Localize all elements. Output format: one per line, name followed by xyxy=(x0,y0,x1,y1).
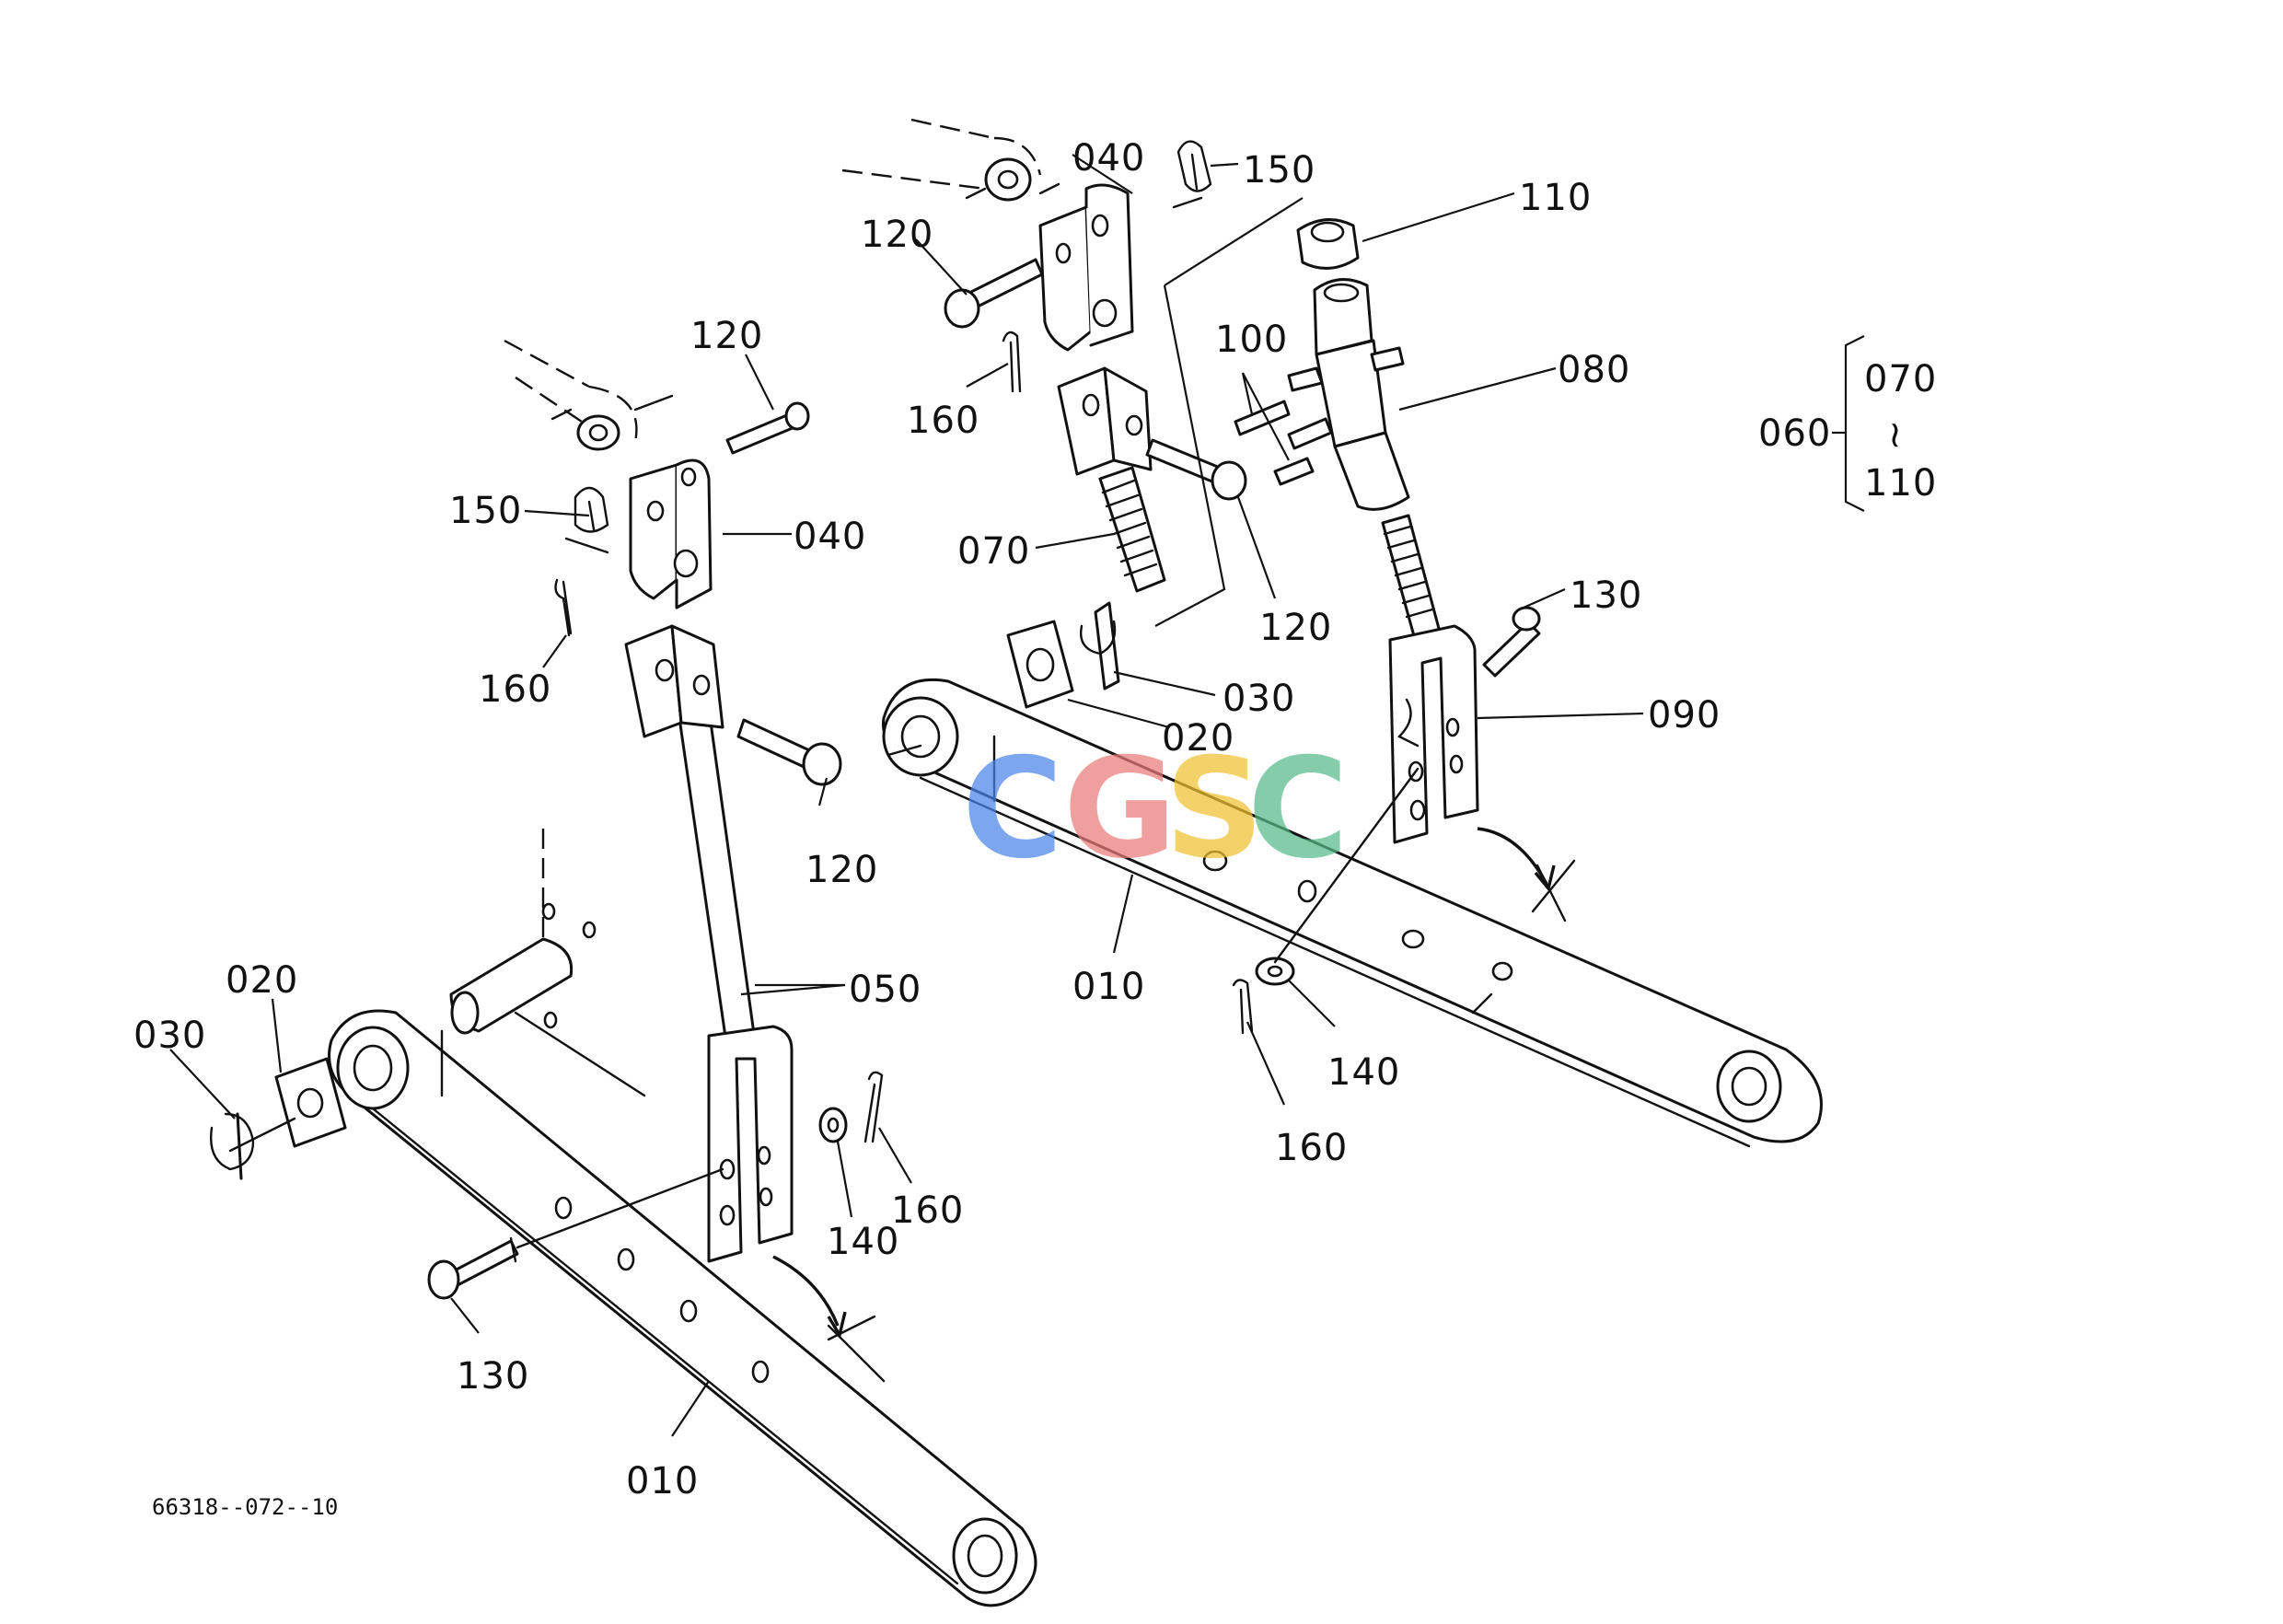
left-tractor-arm-stub xyxy=(504,339,674,451)
left-ball-joint-pin xyxy=(449,829,646,1097)
right-clevis-070 xyxy=(1057,366,1166,593)
callout-left-120-top: 120 xyxy=(690,315,763,357)
callout-right-110: 110 xyxy=(1519,177,1592,219)
right-pins-100 xyxy=(1234,400,1333,486)
callout-right-160-bottom: 160 xyxy=(1275,1127,1348,1169)
callout-right-150: 150 xyxy=(1243,149,1315,191)
right-cotter-pin-160-top xyxy=(1002,331,1022,393)
callout-right-010: 010 xyxy=(1072,966,1145,1008)
left-cotter-pin-160-top xyxy=(554,578,573,637)
left-bolt-130 xyxy=(427,1167,724,1300)
right-spacer-020 xyxy=(1006,620,1074,709)
callout-right-130: 130 xyxy=(1570,574,1642,617)
right-bolt-130 xyxy=(1482,606,1541,678)
right-washer-140 xyxy=(1255,767,1420,986)
left-clevis-pin-120-lower xyxy=(736,718,842,786)
assembly-key-range-start: 070 xyxy=(1864,358,1937,400)
left-assembly: 120 150 040 160 120 050 020 030 140 160 … xyxy=(133,315,1037,1607)
assembly-key-parent: 060 xyxy=(1758,412,1831,455)
right-spring-clip-150 xyxy=(1172,140,1212,209)
callout-right-040: 040 xyxy=(1072,137,1145,180)
left-spacer-020 xyxy=(274,1057,347,1148)
left-upper-clevis-040 xyxy=(629,458,713,609)
drawing-code: 66318--072--10 xyxy=(152,1494,338,1520)
callout-left-020: 020 xyxy=(226,959,298,1002)
right-upper-clevis-040 xyxy=(1038,183,1134,352)
right-tractor-arm-stub xyxy=(841,118,1060,202)
left-lift-rod-050 xyxy=(624,624,876,1341)
callout-right-070: 070 xyxy=(957,530,1030,573)
left-clevis-pin-120-upper xyxy=(725,401,810,455)
right-nut-110 xyxy=(1296,218,1360,270)
right-lynch-pin-030 xyxy=(1080,601,1120,690)
callout-right-120-mid: 120 xyxy=(1259,607,1332,649)
callout-right-160-top: 160 xyxy=(907,400,979,442)
right-lower-link-010 xyxy=(881,678,1823,1148)
watermark-letter-g: G xyxy=(1063,729,1176,889)
callout-left-050: 050 xyxy=(849,969,921,1011)
left-washer-140 xyxy=(818,1107,848,1143)
left-cotter-pin-160-bottom xyxy=(863,1071,884,1143)
callout-left-010: 010 xyxy=(626,1460,699,1502)
watermark: C G S C xyxy=(962,729,1349,889)
callout-left-160-bottom: 160 xyxy=(891,1189,964,1232)
callout-right-100: 100 xyxy=(1215,319,1288,361)
callout-right-020: 020 xyxy=(1162,717,1234,760)
callout-right-090: 090 xyxy=(1648,694,1721,737)
callout-left-120-bottom: 120 xyxy=(805,849,878,891)
left-lynch-pin-030 xyxy=(210,1112,296,1180)
right-bracket-lines xyxy=(1154,197,1304,627)
callout-left-140: 140 xyxy=(827,1221,899,1263)
assembly-key-range-tilde: ~ xyxy=(1874,420,1917,452)
left-lower-link-010 xyxy=(328,1009,1037,1607)
assembly-key: 060 070 ~ 110 xyxy=(1758,335,1937,512)
right-lower-clevis-090 xyxy=(1381,514,1576,913)
callout-left-040: 040 xyxy=(794,516,866,558)
callout-right-080: 080 xyxy=(1558,349,1630,391)
left-leader-lines xyxy=(169,354,912,1437)
assembly-key-range-end: 110 xyxy=(1864,462,1937,505)
callout-right-030: 030 xyxy=(1223,678,1295,720)
callout-left-030: 030 xyxy=(133,1015,206,1057)
callout-left-150: 150 xyxy=(449,490,522,532)
callout-right-140: 140 xyxy=(1327,1051,1400,1094)
right-clevis-pin-120-mid xyxy=(1145,438,1247,501)
callout-left-130: 130 xyxy=(457,1355,529,1398)
right-turnbuckle-080 xyxy=(1287,278,1410,511)
right-clevis-pin-120-top xyxy=(944,258,1044,329)
callout-right-120-top: 120 xyxy=(861,214,933,256)
callout-left-160-top: 160 xyxy=(479,668,551,711)
watermark-letter-c2: C xyxy=(1247,729,1349,889)
watermark-letter-s: S xyxy=(1165,729,1264,889)
right-cotter-pin-160-bottom xyxy=(1232,979,1254,1035)
right-leader-lines xyxy=(915,154,1644,1106)
watermark-letter-c1: C xyxy=(962,729,1063,889)
left-spring-clip-150 xyxy=(564,486,609,554)
right-assembly: 040 150 110 120 100 080 160 070 120 130 … xyxy=(841,118,1823,1169)
